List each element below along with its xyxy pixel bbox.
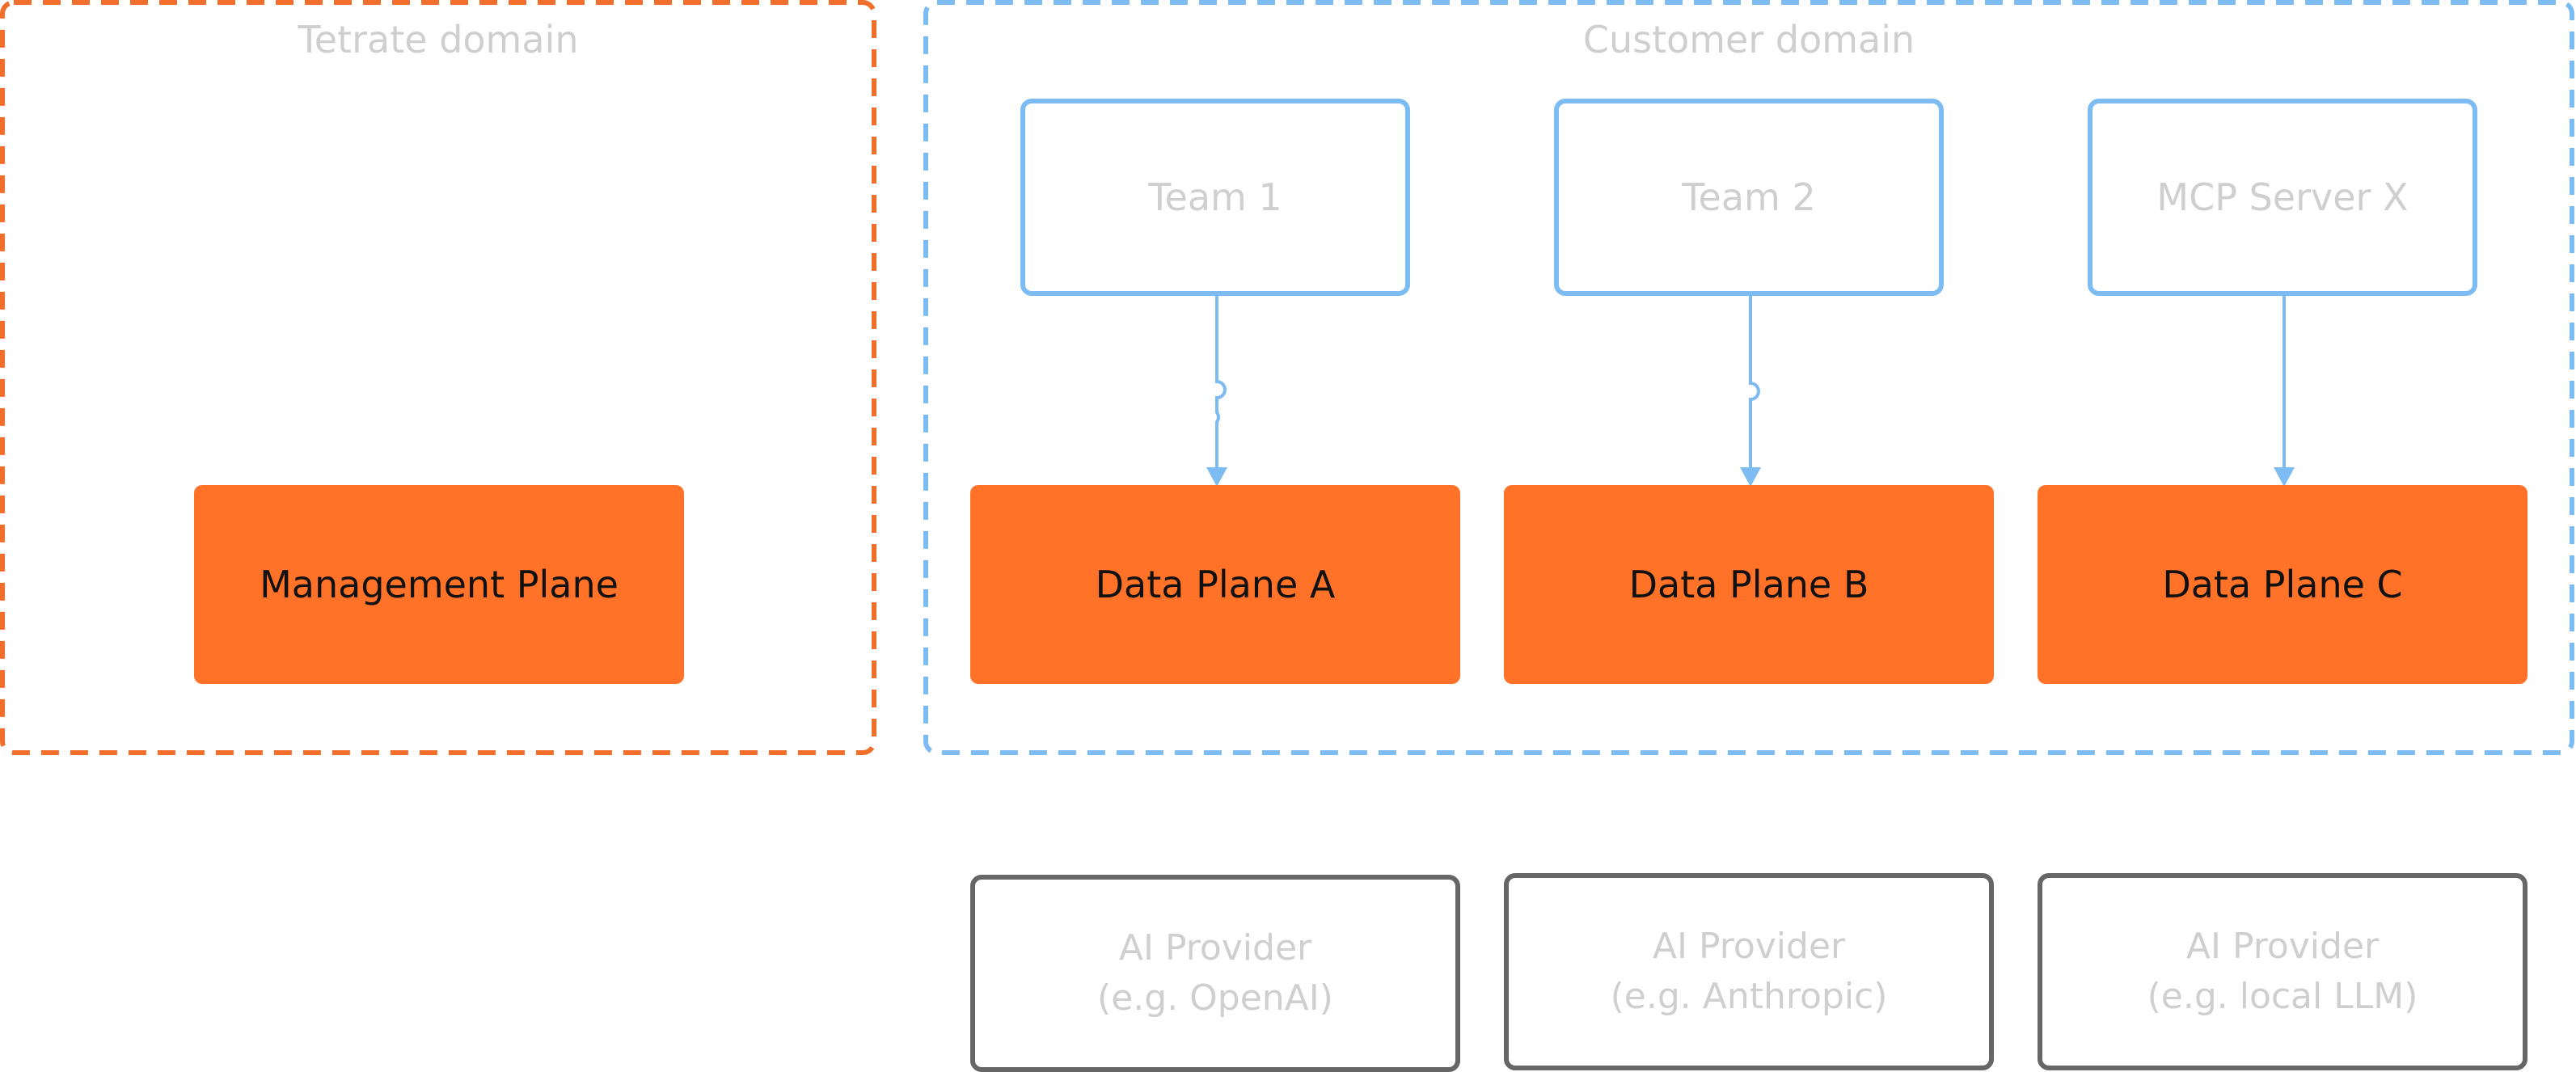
mcp-server-x-label: MCP Server X <box>2156 175 2409 219</box>
ai-provider-openai-line2: (e.g. OpenAI) <box>1097 977 1333 1019</box>
customer-domain-label: Customer domain <box>1582 18 1915 61</box>
ai-provider-anthropic-line1: AI Provider <box>1652 926 1846 967</box>
team-1-label: Team 1 <box>1148 175 1282 219</box>
ai-provider-openai-line1: AI Provider <box>1118 927 1312 969</box>
tetrate-domain-label: Tetrate domain <box>298 18 579 61</box>
ai-provider-anthropic-line2: (e.g. Anthropic) <box>1610 976 1888 1017</box>
data-plane-b-label: Data Plane B <box>1628 563 1869 606</box>
ai-provider-local-llm-line2: (e.g. local LLM) <box>2147 976 2418 1017</box>
data-plane-c-label: Data Plane C <box>2162 563 2403 606</box>
arrowhead-c <box>2274 467 2295 487</box>
connector-team2-to-dataplane-b <box>1749 296 1760 473</box>
connector-team1-to-dataplane-a <box>1215 296 1227 473</box>
ai-provider-local-llm: AI Provider (e.g. local LLM) <box>2038 873 2527 1070</box>
ai-provider-openai: AI Provider (e.g. OpenAI) <box>970 875 1460 1072</box>
ai-provider-anthropic: AI Provider (e.g. Anthropic) <box>1504 873 1994 1070</box>
arrowhead-a <box>1206 467 1227 487</box>
data-plane-a: Data Plane A <box>970 485 1460 684</box>
team-2-box: Team 2 <box>1554 99 1944 296</box>
arrowhead-b <box>1740 467 1761 487</box>
data-plane-c: Data Plane C <box>2038 485 2527 684</box>
ai-provider-local-llm-line1: AI Provider <box>2185 926 2380 967</box>
management-plane: Management Plane <box>194 485 684 684</box>
mcp-server-x-box: MCP Server X <box>2088 99 2477 296</box>
data-plane-a-label: Data Plane A <box>1095 563 1336 606</box>
team-1-box: Team 1 <box>1020 99 1410 296</box>
management-plane-label: Management Plane <box>260 563 619 606</box>
team-2-label: Team 2 <box>1682 175 1816 219</box>
tetrate-domain-border <box>0 0 876 755</box>
data-plane-b: Data Plane B <box>1504 485 1994 684</box>
